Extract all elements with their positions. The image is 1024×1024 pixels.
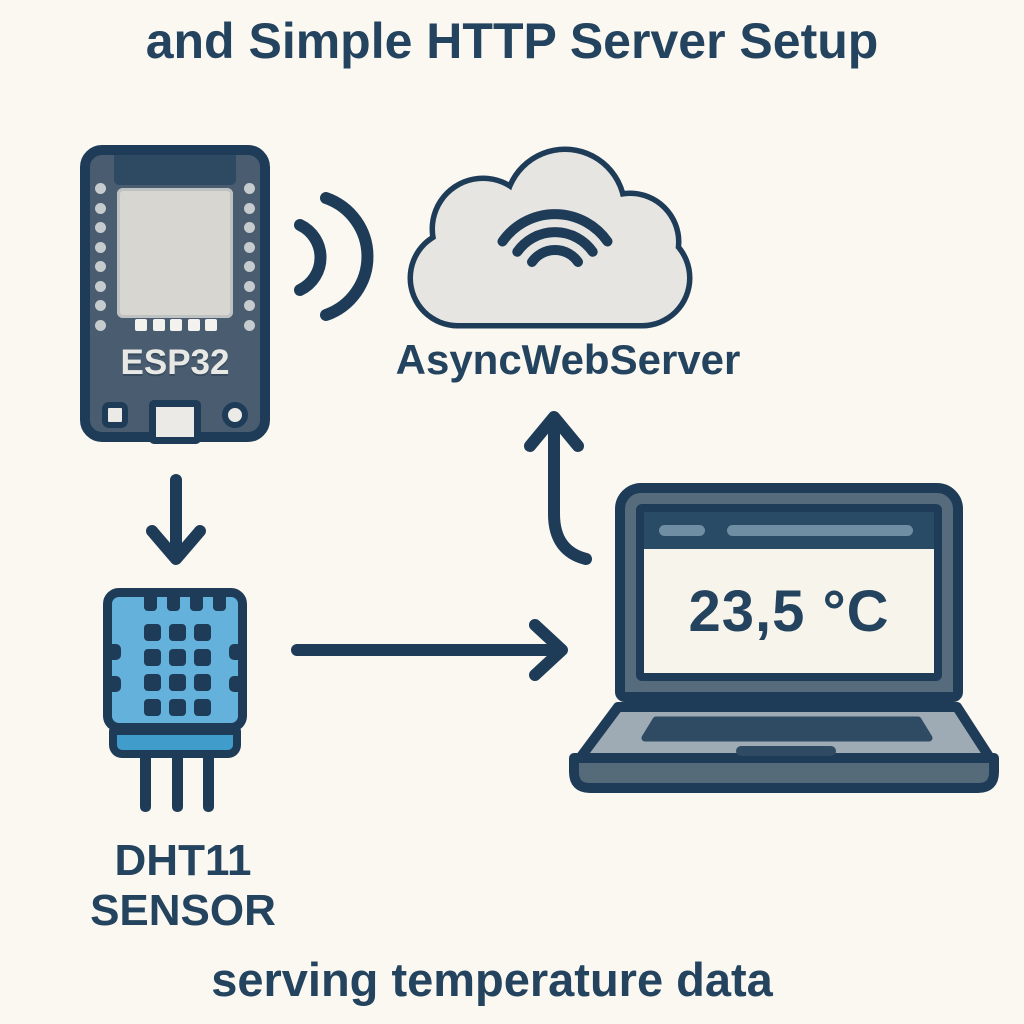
sensor-label-line1: DHT11 (114, 836, 252, 885)
sensor-hole (169, 699, 186, 716)
sensor-pin (140, 755, 151, 812)
pin-dot (95, 222, 106, 234)
sensor-base (109, 727, 241, 758)
sensor-hole (144, 699, 161, 716)
esp32-antenna-band (114, 155, 236, 185)
laptop-keyboard (641, 716, 933, 742)
sensor-hole (169, 649, 186, 666)
esp32-usb-port-icon (149, 400, 201, 444)
esp32-pin-column-right (244, 183, 255, 331)
esp32-pin-column-left (95, 183, 106, 331)
pin-dot (95, 261, 106, 273)
sensor-hole (194, 624, 211, 641)
sensor-hole (169, 624, 186, 641)
arrow-down-icon (146, 474, 206, 565)
sensor-notch (229, 644, 240, 660)
laptop-icon: 23,5 °C (615, 483, 963, 702)
esp32-chip-shield (117, 188, 233, 318)
cloud-wifi-icon (497, 209, 613, 267)
pin-dot (95, 183, 106, 194)
pin-dot (244, 222, 255, 234)
pin-dot (244, 280, 255, 292)
temperature-reading: 23,5 °C (688, 578, 890, 644)
solder-pad (170, 319, 182, 331)
sensor-notch (213, 595, 226, 611)
sensor-hole (144, 649, 161, 666)
sensor-hole-grid (144, 624, 211, 716)
sensor-label-line2: SENSOR (90, 886, 276, 935)
sensor-notch (190, 595, 203, 611)
laptop-display-frame: 23,5 °C (636, 504, 942, 681)
sensor-notch (167, 595, 180, 611)
sensor-hole (144, 674, 161, 691)
sensor-hole (144, 624, 161, 641)
pin-dot (95, 280, 106, 292)
esp32-solder-pads (135, 319, 217, 331)
laptop-bottom-bar (569, 753, 999, 793)
sensor-hole (169, 674, 186, 691)
dht11-sensor-icon (103, 588, 247, 732)
pin-dot (95, 202, 106, 214)
solder-pad (187, 319, 200, 331)
sensor-hole (194, 674, 211, 691)
arrow-up-curved-icon (524, 411, 592, 565)
pin-dot (244, 319, 255, 331)
sensor-notch (229, 676, 240, 692)
browser-topbar (644, 512, 934, 549)
laptop-touchpad (736, 746, 836, 756)
pin-dot (244, 241, 255, 253)
solder-pad (205, 319, 217, 331)
sensor-label: DHT11 SENSOR (63, 836, 303, 936)
pin-dot (95, 300, 106, 312)
pin-dot (95, 241, 106, 253)
sensor-notch (110, 676, 121, 692)
sensor-pin (172, 755, 183, 812)
esp32-boot-button (102, 402, 128, 428)
footer-caption: serving temperature data (211, 953, 773, 1006)
pin-dot (244, 261, 255, 273)
pin-dot (244, 183, 255, 194)
sensor-notch (144, 595, 157, 611)
solder-pad (152, 319, 165, 331)
arrow-right-icon (291, 619, 568, 681)
esp32-en-button (222, 402, 248, 428)
page-title: and Simple HTTP Server Setup (145, 13, 879, 69)
esp32-label: ESP32 (120, 343, 230, 382)
sensor-pin (203, 755, 214, 812)
wifi-waves-icon (294, 192, 374, 321)
solder-pad (135, 319, 147, 331)
topbar-pill-long (727, 525, 913, 536)
esp32-board-icon: ESP32 (80, 145, 270, 444)
topbar-pill-small (659, 525, 705, 536)
laptop-screen-content: 23,5 °C (644, 549, 934, 673)
pin-dot (244, 300, 255, 312)
pin-dot (95, 319, 106, 331)
server-label: AsyncWebServer (395, 336, 741, 383)
pin-dot (244, 202, 255, 214)
sensor-hole (194, 649, 211, 666)
sensor-hole (194, 699, 211, 716)
sensor-notch (110, 644, 121, 660)
laptop-base-icon (569, 702, 999, 793)
cloud-icon (407, 146, 693, 329)
